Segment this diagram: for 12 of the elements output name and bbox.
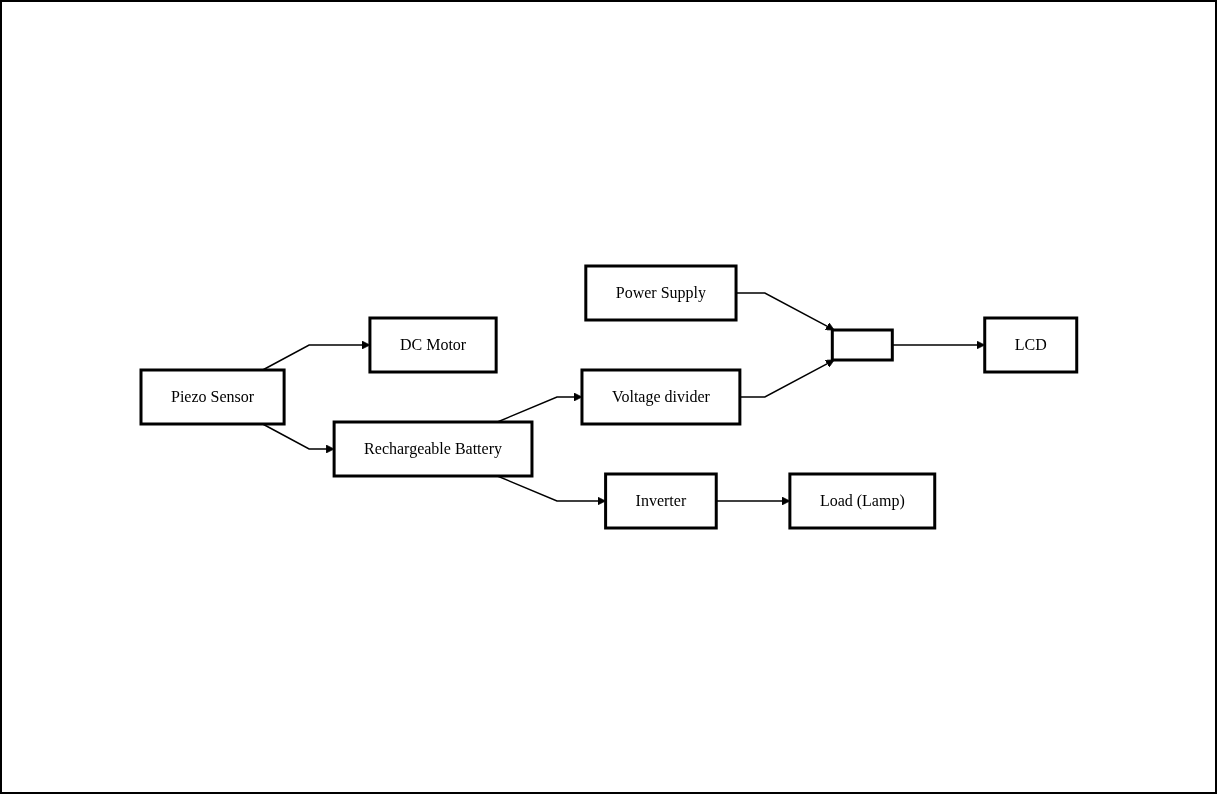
- arrow: [261, 340, 370, 371]
- node-box: Load (Lamp): [788, 472, 936, 530]
- node-box: Power Supply: [583, 264, 738, 322]
- node-box: Inverter: [603, 472, 718, 530]
- node-box: LCD: [982, 316, 1078, 374]
- arrow: [891, 340, 985, 350]
- node-box: Voltage divider: [580, 368, 741, 426]
- arrow: [715, 496, 790, 506]
- node-box: Rechargeable Battery: [332, 420, 534, 478]
- node-box: [830, 328, 894, 362]
- node-box: DC Motor: [368, 316, 498, 374]
- node-box: Piezo Sensor: [139, 368, 286, 426]
